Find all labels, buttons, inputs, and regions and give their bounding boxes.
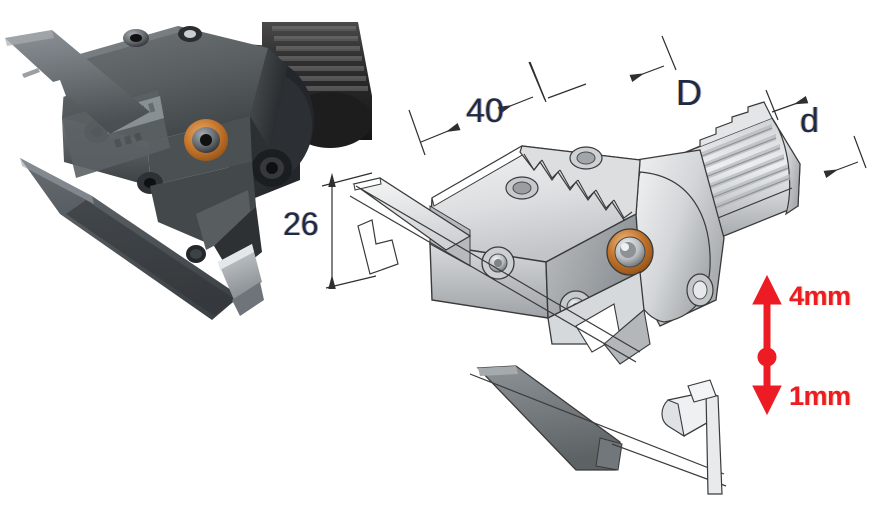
photo-top-screw-2 — [178, 26, 202, 42]
cad-parting-blade-lower — [476, 365, 623, 471]
annotation-label-top: 4mm — [789, 281, 851, 311]
red-center-dot — [757, 347, 777, 367]
cad-blade-top-rail — [349, 185, 641, 363]
cad-adjustment-screw-copper — [606, 228, 654, 276]
cad-front-screw-1 — [481, 246, 515, 280]
annotation-label-bottom: 1mm — [789, 381, 851, 411]
photo-cutting-insert — [218, 244, 264, 316]
cad-rear-round-body — [621, 149, 725, 327]
cad-top-screw-2 — [569, 146, 603, 170]
dimension-26 — [321, 172, 377, 290]
red-arrow-head-up — [752, 274, 782, 305]
photo-clamp-screw-copper — [184, 119, 228, 161]
photo-parting-blade-upper — [5, 30, 150, 134]
cad-serration-ridge — [519, 145, 641, 221]
red-arrow-head-down — [752, 385, 782, 416]
cad-parting-blade-upper — [352, 177, 472, 275]
dimension-label-d: d — [800, 102, 819, 140]
photo-parting-blade-lower — [20, 158, 240, 320]
photo-tongue-hole — [186, 245, 206, 263]
dimension-label-D: D — [676, 72, 702, 113]
dimension-d — [765, 89, 867, 179]
photo-side-socket-screw — [252, 149, 292, 187]
cad-blade-bottom-lines — [469, 373, 727, 487]
dimension-label-40: 40 — [466, 92, 504, 130]
cad-top-screw-1 — [505, 176, 539, 200]
dimension-label-26: 26 — [283, 206, 319, 242]
cad-blade-tip — [661, 379, 723, 495]
dimension-D — [529, 35, 677, 103]
photo-top-screw-1 — [123, 29, 149, 47]
